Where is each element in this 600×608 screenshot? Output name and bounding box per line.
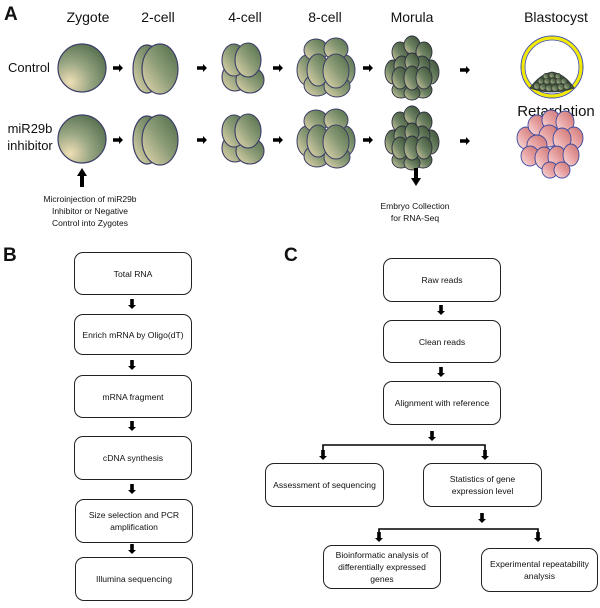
inhibitor-4-cell [221, 113, 265, 165]
arrow-down-icon [128, 544, 136, 554]
control-4-cell [221, 42, 265, 94]
flow-step-size-selection: Size selection and PCR amplification [75, 499, 193, 543]
flow-step-enrich-mrna: Enrich mRNA by Oligo(dT) [74, 314, 192, 355]
microinjection-note-line: Microinjection of miR29b [43, 194, 137, 204]
microinjection-note: Microinjection of miR29b Inhibitor or Ne… [20, 193, 160, 229]
collection-note-line: Embryo Collection [380, 201, 450, 211]
inhibitor-retarded-embryo [516, 109, 584, 179]
control-morula [384, 35, 440, 101]
branch-connector [378, 528, 539, 535]
arrow-down-icon [319, 450, 327, 460]
inhibitor-8-cell [296, 108, 356, 169]
arrow-down-icon [128, 360, 136, 370]
stage-label-blastocyst: Blastocyst [524, 9, 588, 25]
flow-step-repeatability-analysis: Experimental repeatability analysis [481, 548, 598, 592]
stage-label-8-cell: 8-cell [308, 9, 342, 25]
arrow-down-icon [481, 450, 489, 460]
inhibitor-2-cell [132, 114, 179, 166]
row-label-control: Control [8, 60, 50, 75]
stage-label-2-cell: 2-cell [141, 9, 175, 25]
inhibitor-zygote [57, 114, 107, 164]
microinjection-note-line: Control into Zygotes [51, 218, 129, 228]
microinjection-note-line: Inhibitor or Negative [51, 206, 129, 216]
panel-c-label: C [284, 245, 298, 266]
embryo-illustration [57, 35, 584, 187]
arrow-down-icon [128, 421, 136, 431]
flow-step-cdna-synthesis: cDNA synthesis [74, 436, 192, 480]
arrow-down-icon [428, 431, 436, 441]
arrow-down-icon [128, 484, 136, 494]
branch-connector [322, 444, 486, 452]
arrow-down-icon [534, 532, 542, 542]
control-8-cell [296, 37, 356, 98]
flow-step-mrna-fragment: mRNA fragment [74, 375, 192, 418]
row-label-inhibitor: miR29b inhibitor [4, 120, 56, 154]
flow-step-assessment-sequencing: Assessment of sequencing [265, 463, 384, 507]
stage-label-zygote: Zygote [66, 9, 110, 25]
arrow-down-icon [437, 305, 445, 315]
flow-step-illumina-sequencing: Illumina sequencing [75, 557, 193, 601]
flow-step-raw-reads: Raw reads [383, 258, 501, 302]
panel-a-label: A [4, 4, 18, 25]
row-label-inhibitor-line2: inhibitor [7, 138, 53, 153]
flow-step-bioinformatic-analysis: Bioinformatic analysis of differentially… [323, 545, 441, 589]
flow-step-alignment: Alignment with reference [383, 381, 501, 425]
arrow-down-icon [437, 367, 445, 377]
panel-b-label: B [3, 245, 17, 266]
stage-label-4-cell: 4-cell [228, 9, 262, 25]
row-label-inhibitor-line1: miR29b [7, 121, 53, 136]
arrow-down-icon [375, 532, 383, 542]
flow-step-total-rna: Total RNA [74, 252, 192, 295]
stage-label-morula: Morula [390, 9, 434, 25]
arrow-down-icon [411, 168, 421, 186]
flow-step-gene-expression-statistics: Statistics of gene expression level [423, 463, 542, 507]
arrow-down-icon [478, 513, 486, 523]
collection-note: Embryo Collection for RNA-Seq [365, 200, 465, 224]
collection-note-line: for RNA-Seq [390, 213, 440, 223]
arrow-down-icon [128, 299, 136, 309]
control-zygote [57, 43, 107, 93]
control-blastocyst [520, 35, 584, 99]
flow-step-clean-reads: Clean reads [383, 320, 501, 363]
arrow-up-icon [77, 168, 87, 187]
inhibitor-morula [384, 105, 440, 171]
control-2-cell [132, 43, 179, 95]
